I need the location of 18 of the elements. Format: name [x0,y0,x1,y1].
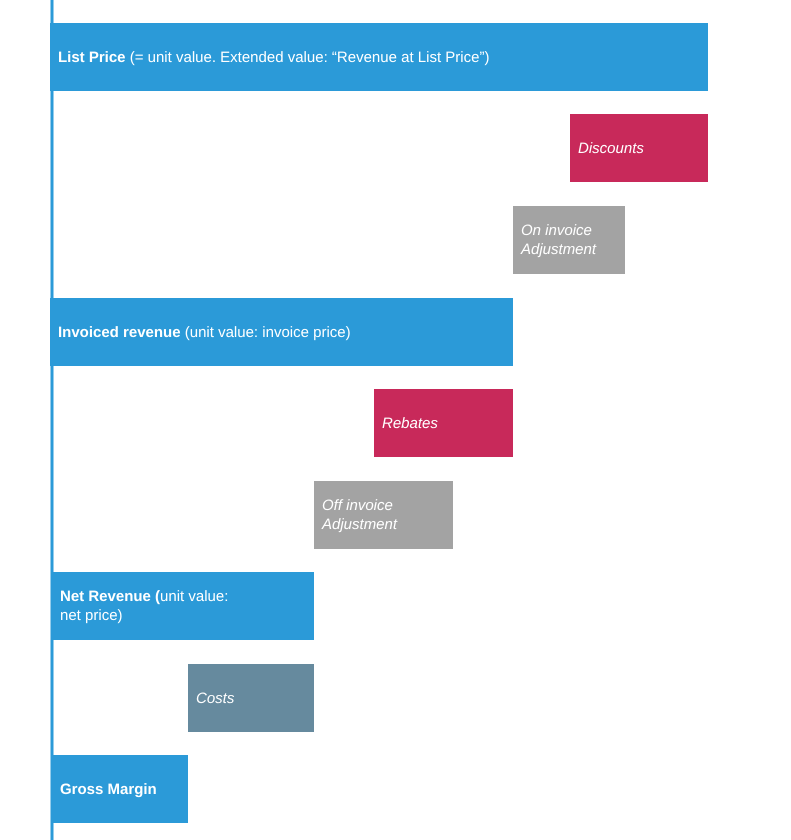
waterfall-bar [513,206,625,274]
waterfall-bar [52,572,314,640]
bar-label: List Price (= unit value. Extended value: “Revenue at List Price”) [58,48,490,66]
waterfall-bar [570,114,708,182]
bar-label: Off invoice Adjustment [322,496,398,534]
bar-label: Invoiced revenue (unit value: invoice price) [58,322,351,342]
bar-label: Rebates [382,414,438,432]
waterfall-bar [52,755,188,823]
waterfall-bar [314,481,453,549]
waterfall-bar [50,298,513,366]
bar-label: Gross Margin [60,780,157,798]
bar-label: Discounts [578,138,644,158]
waterfall-bar [50,23,708,91]
waterfall-bar [188,664,314,732]
bar-label: On invoice Adjustment [521,221,598,259]
bar-label: Costs [196,688,234,708]
waterfall-bar [374,389,513,457]
bar-label: Net Revenue (unit value: net price) [60,587,230,625]
